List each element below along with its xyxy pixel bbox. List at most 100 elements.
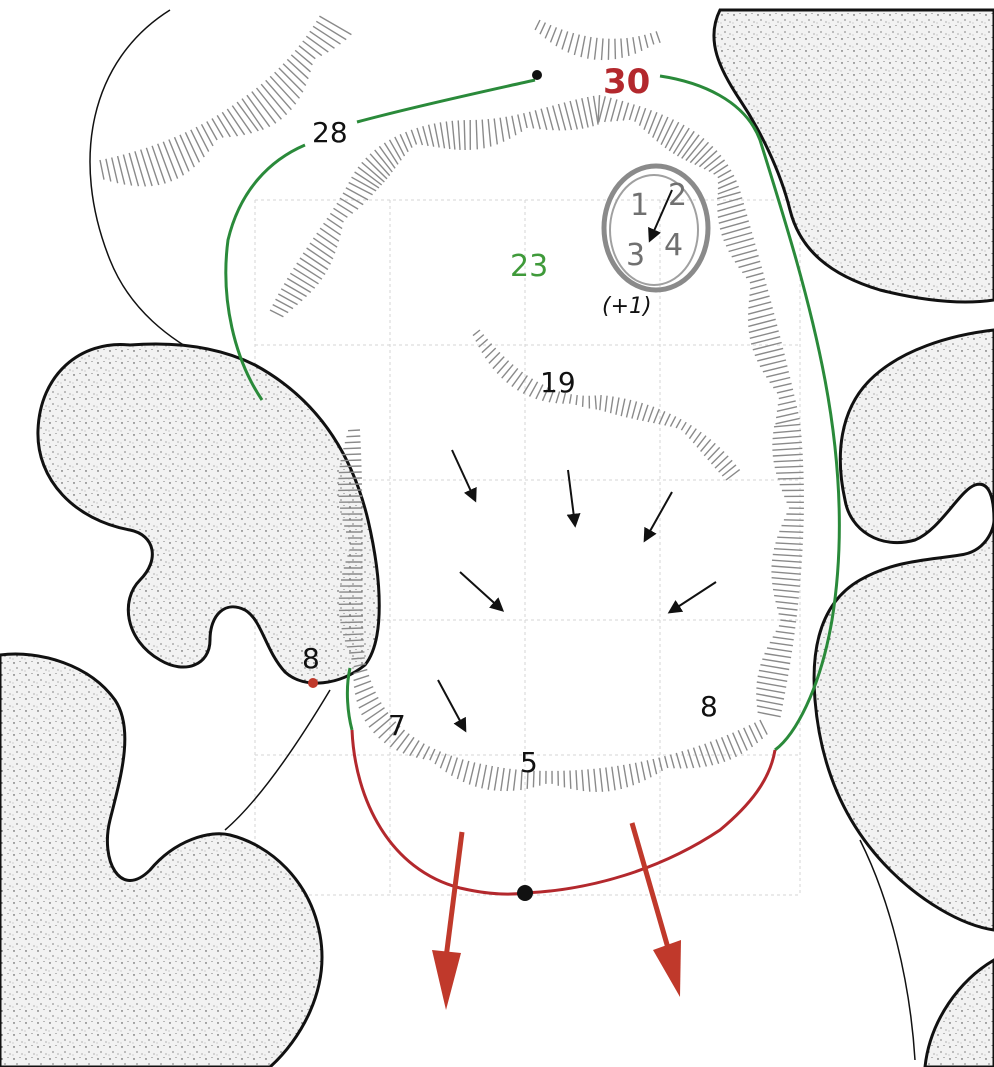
- hachure-tick: [699, 151, 717, 167]
- hachure-tick: [704, 155, 721, 169]
- top-marker-dot: [532, 70, 542, 80]
- hachure-tick: [562, 31, 568, 49]
- hachure-tick: [300, 258, 325, 274]
- hachure-tick: [636, 763, 640, 783]
- hachure-tick: [310, 243, 333, 259]
- landmass-right: [814, 330, 994, 930]
- hachure-tick: [757, 682, 786, 687]
- red-arrow-icon: [632, 823, 668, 948]
- hachure-tick: [287, 278, 311, 292]
- hachure-tick: [340, 466, 362, 467]
- hachure-tick: [774, 460, 803, 461]
- hachure-tick: [287, 59, 308, 78]
- hachure-tick: [780, 620, 796, 622]
- hachure-tick: [479, 339, 488, 347]
- hachure-tick: [621, 39, 622, 58]
- hachure-tick: [718, 170, 731, 178]
- hachure-tick: [650, 33, 653, 44]
- badge-digit: 3: [626, 238, 645, 273]
- hachure-tick: [682, 751, 687, 768]
- hachure-tick: [732, 250, 757, 257]
- hachure-tick: [615, 39, 616, 59]
- hachure-tick: [306, 36, 328, 52]
- hachure-tick: [342, 454, 361, 455]
- circled-number-icon: 1 2 3 4: [604, 166, 708, 290]
- hachure-tick: [316, 21, 346, 39]
- hachure-tick: [773, 637, 794, 640]
- hachure-tick: [647, 760, 651, 777]
- hachure-tick: [773, 383, 791, 387]
- contour-label-7: 7: [388, 709, 406, 742]
- hachure-tick: [514, 770, 517, 791]
- hachure-tick: [354, 681, 371, 687]
- contour-label-23: 23: [510, 249, 548, 284]
- hachure-tick: [345, 442, 361, 443]
- hachure-tick: [729, 244, 756, 252]
- hachure-tick: [463, 761, 468, 782]
- hachure-tick: [411, 130, 416, 145]
- hachure-tick: [776, 631, 795, 634]
- hachure-tick: [464, 120, 465, 150]
- hachure-tick: [757, 706, 782, 711]
- hachure-tick: [281, 289, 302, 301]
- hachure-tick: [676, 419, 681, 428]
- hachure-tick: [621, 399, 625, 417]
- hachure-tick: [771, 572, 801, 574]
- hachure-tick: [185, 132, 199, 162]
- hachure-tick: [629, 104, 634, 120]
- hachure-tick: [777, 407, 797, 412]
- landmass-bottom-right: [925, 960, 994, 1067]
- hachure-tick: [476, 120, 477, 149]
- hachure-tick: [501, 768, 504, 791]
- hachure-tick: [582, 770, 584, 791]
- hachure-tick: [594, 96, 599, 125]
- hachure-tick: [365, 708, 385, 721]
- hachure-tick: [152, 146, 165, 184]
- hachure-tick: [774, 596, 799, 599]
- hachure-tick: [742, 267, 762, 272]
- hachure-tick: [645, 35, 648, 48]
- outflow-arrows: [432, 823, 681, 1010]
- hachure-tick: [535, 110, 540, 129]
- hachure-tick: [773, 554, 802, 556]
- left-red-marker-dot: [308, 678, 318, 688]
- hachure-tick: [345, 640, 364, 641]
- hachure-tick: [346, 188, 368, 200]
- hachure-tick: [482, 120, 484, 149]
- hachure-tick: [773, 590, 799, 593]
- hachure-tick: [665, 756, 668, 768]
- hachure-tick: [594, 769, 596, 792]
- hachure-tick: [355, 687, 373, 695]
- hachure-tick: [346, 436, 360, 437]
- hachure-tick: [313, 26, 340, 44]
- hachure-tick: [762, 659, 790, 663]
- hachure-tick: [349, 183, 373, 195]
- hachure-tick: [755, 723, 763, 739]
- hachure-tick: [756, 688, 785, 693]
- hachure-tick: [446, 756, 452, 773]
- hachure-tick: [588, 769, 590, 791]
- hachure-tick: [693, 432, 701, 443]
- hachure-tick: [772, 584, 800, 587]
- hachure-tick: [766, 372, 789, 377]
- hachure-tick: [507, 769, 510, 791]
- hachure-tick: [339, 472, 362, 473]
- hachure-tick: [670, 416, 675, 426]
- hachure-tick: [390, 140, 402, 161]
- hachure-tick: [654, 409, 660, 423]
- hachure-tick: [689, 429, 696, 439]
- hachure-tick: [500, 118, 504, 142]
- hachure-tick: [709, 160, 725, 171]
- flow-arrows: [438, 450, 716, 730]
- hachure-tick: [750, 331, 779, 338]
- hachure-tick: [476, 335, 484, 342]
- hachure-tick: [297, 263, 322, 279]
- hachure-tick: [291, 55, 310, 72]
- hachure-tick: [112, 158, 118, 184]
- hachure-tick: [553, 106, 560, 131]
- hachure-tick: [530, 382, 538, 397]
- hachure-tick: [624, 765, 628, 787]
- hachure-tick: [772, 448, 802, 450]
- hachure-tick: [699, 746, 706, 767]
- contour-label-5: 5: [520, 746, 538, 779]
